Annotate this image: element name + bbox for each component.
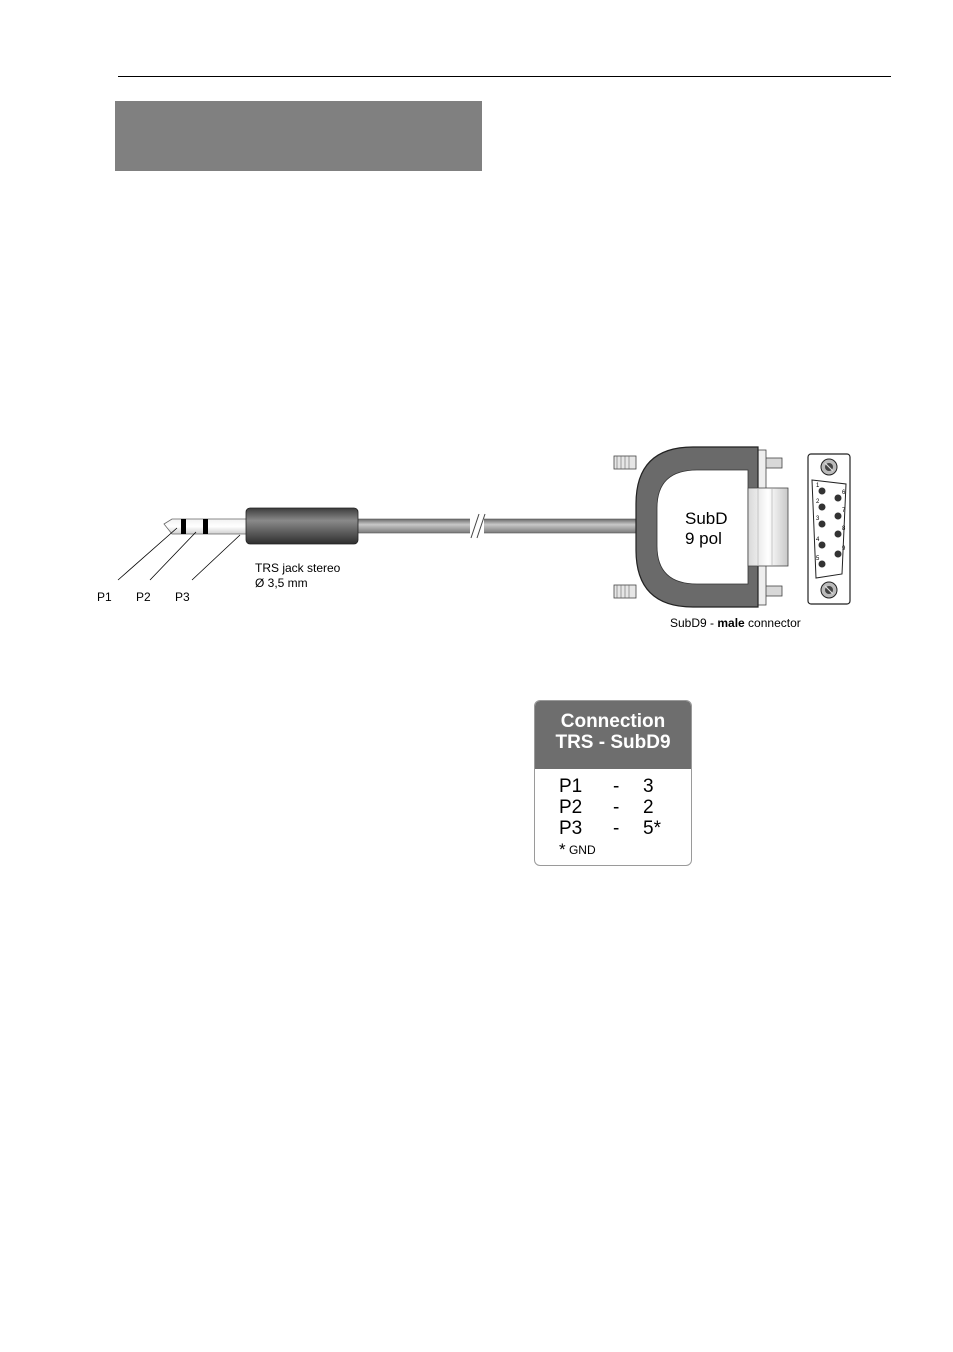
connection-table-body: P1 - 3 P2 - 2 P3 - 5* * GND bbox=[535, 769, 691, 865]
trs-plug bbox=[163, 507, 359, 545]
subd-connector bbox=[613, 446, 789, 608]
jack-label-line1: TRS jack stereo bbox=[255, 561, 341, 575]
row-pin: P3 bbox=[559, 818, 583, 839]
subd-screw-bottom bbox=[820, 581, 838, 599]
jack-label-line2: Ø 3,5 mm bbox=[255, 576, 308, 590]
subd-pin-1: 1 bbox=[816, 483, 820, 489]
subd-caption: SubD9 - male connector bbox=[670, 616, 801, 630]
pin-label-p3: P3 bbox=[175, 590, 190, 604]
subd9-face: 1 2 3 4 5 6 7 8 9 bbox=[807, 453, 851, 605]
subd-pin-4: 4 bbox=[816, 537, 820, 543]
connection-title-line1: Connection bbox=[560, 711, 666, 732]
gnd-note: * GND bbox=[559, 840, 596, 863]
subd-pin-3: 3 bbox=[816, 516, 820, 522]
subd-pin-5: 5 bbox=[816, 556, 820, 562]
row-subd-pin: 3 bbox=[643, 776, 654, 797]
subd-screw-top bbox=[820, 458, 838, 476]
plug-ring-2 bbox=[203, 519, 208, 534]
subd-caption-bold: male bbox=[717, 616, 745, 630]
subd-pins-row2 bbox=[834, 494, 842, 558]
pin-leaders bbox=[117, 527, 241, 581]
subd-label-line1: SubD bbox=[685, 509, 728, 528]
gnd-note-text: GND bbox=[568, 843, 596, 857]
cable bbox=[354, 513, 641, 539]
subd-pin-2: 2 bbox=[816, 499, 820, 505]
section-header-box bbox=[115, 101, 482, 171]
subd-caption-prefix: SubD9 - bbox=[670, 616, 717, 630]
subd-screws bbox=[613, 455, 783, 599]
plug-sleeve bbox=[245, 507, 359, 545]
connection-title-line2: TRS - SubD9 bbox=[555, 732, 671, 753]
row-pin: P2 bbox=[559, 797, 583, 818]
row-dash: - bbox=[613, 797, 620, 818]
row-dash: - bbox=[613, 818, 620, 839]
subd-caption-suffix: connector bbox=[745, 616, 801, 630]
row-subd-pin: 5* bbox=[643, 818, 661, 839]
subd-label-line2: 9 pol bbox=[685, 529, 722, 548]
header-rule bbox=[118, 76, 891, 77]
row-pin: P1 bbox=[559, 776, 583, 797]
subd-pins-row1 bbox=[818, 487, 826, 568]
subd-pin-6: 6 bbox=[842, 490, 846, 496]
pin-label-p1: P1 bbox=[97, 590, 112, 604]
subd-pin-8: 8 bbox=[842, 526, 846, 532]
gnd-note-star: * bbox=[559, 840, 566, 859]
connection-table: Connection TRS - SubD9 P1 - 3 P2 - 2 P3 … bbox=[534, 700, 692, 866]
plug-ring-1 bbox=[181, 519, 186, 534]
subd-pin-7: 7 bbox=[842, 508, 846, 514]
connection-table-header: Connection TRS - SubD9 bbox=[535, 701, 691, 769]
subd-pin-9: 9 bbox=[842, 546, 846, 552]
row-subd-pin: 2 bbox=[643, 797, 654, 818]
pin-label-p2: P2 bbox=[136, 590, 151, 604]
row-dash: - bbox=[613, 776, 620, 797]
